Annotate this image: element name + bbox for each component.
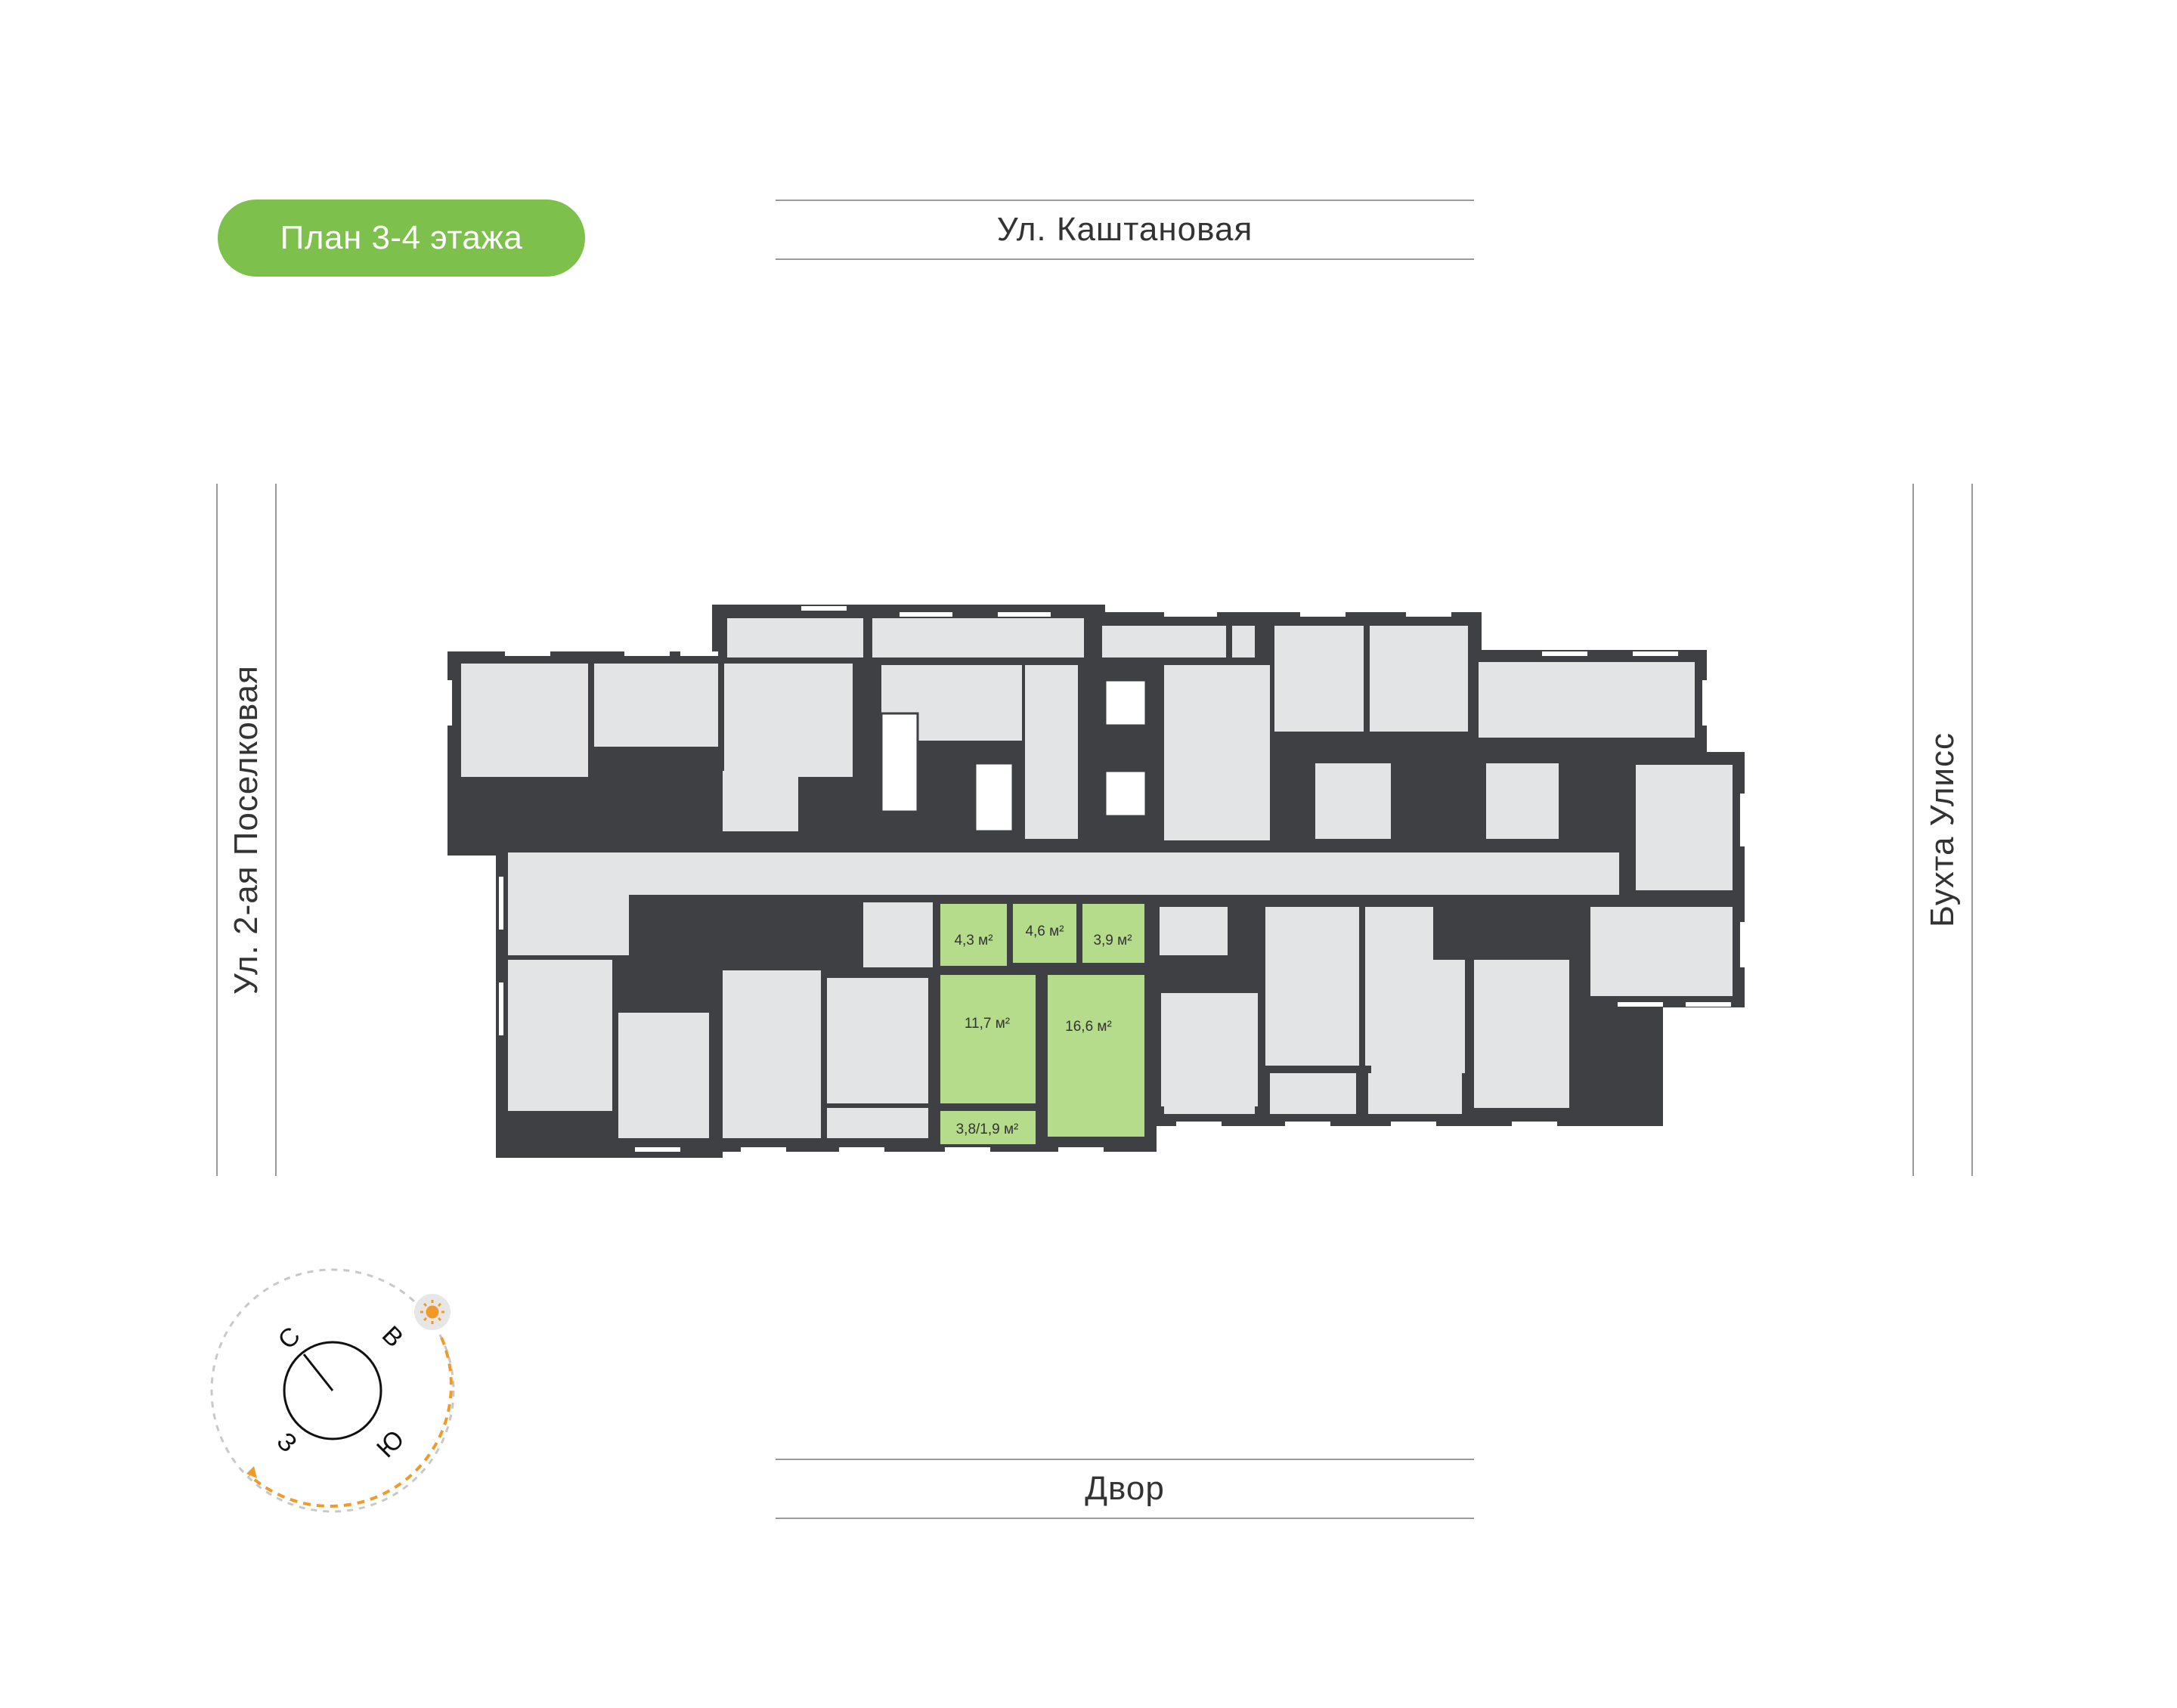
window [624, 651, 670, 656]
room [724, 664, 853, 777]
room-area-label: 16,6 м² [1065, 1019, 1112, 1035]
sun-path-circle [210, 1268, 455, 1513]
window [499, 982, 503, 1035]
window [1702, 680, 1707, 726]
window [447, 680, 452, 726]
rooms [461, 618, 1733, 1138]
room [1479, 662, 1695, 738]
floor-badge[interactable]: План 3-4 этажа [218, 200, 585, 277]
window [680, 651, 718, 656]
stairs [880, 712, 919, 813]
room [1265, 907, 1359, 1066]
highlighted-apartment [934, 898, 1150, 1150]
elevator-shaft [974, 762, 1014, 833]
room-area-label: 4,6 м² [1025, 924, 1064, 939]
room-area-label: 4,3 м² [954, 933, 993, 948]
elevator-shaft [1104, 769, 1147, 818]
room [1315, 763, 1391, 839]
windows [447, 606, 1745, 1152]
room [1474, 960, 1569, 1108]
window [1176, 1122, 1222, 1126]
corridor [508, 852, 1619, 895]
window [1542, 651, 1587, 656]
room [1590, 907, 1733, 996]
window [1686, 1002, 1731, 1007]
compass-needle [302, 1354, 334, 1391]
room-area-label: 3,9 м² [1093, 933, 1132, 948]
street-name-north: Ул. Каштановая [996, 211, 1253, 248]
window [1633, 651, 1678, 656]
room [1164, 1103, 1255, 1114]
elevator-shaft [1104, 679, 1147, 727]
room [827, 1108, 928, 1138]
window [505, 651, 550, 656]
window [499, 877, 503, 930]
window [635, 1147, 680, 1152]
room [618, 1013, 709, 1138]
compass-south-label: Ю [371, 1425, 410, 1463]
room [1368, 1073, 1462, 1114]
stairwell [880, 679, 1147, 833]
room [461, 664, 588, 777]
sun-path-arc [248, 1337, 453, 1508]
room [827, 978, 928, 1103]
compass-west-label: З [271, 1427, 302, 1458]
window [1285, 1122, 1330, 1126]
room-area-labels: 4,3 м² 4,6 м² 3,9 м² 11,7 м² 16,6 м² 3,8… [954, 924, 1132, 1137]
room [1160, 907, 1228, 955]
room [594, 664, 718, 747]
room [1232, 626, 1255, 658]
room [1102, 626, 1226, 658]
room [508, 895, 629, 955]
sun-path-arrow [246, 1466, 257, 1478]
room [863, 902, 933, 967]
window [839, 1147, 884, 1152]
room [1486, 763, 1559, 839]
room [1636, 765, 1733, 890]
room-corridor [1076, 898, 1150, 969]
room [1025, 665, 1078, 839]
room [508, 960, 612, 1111]
window [945, 1147, 990, 1152]
window [1164, 612, 1217, 617]
room [1161, 993, 1258, 1106]
window [741, 1147, 786, 1152]
street-label-north: Ул. Каштановая [776, 200, 1474, 260]
room [723, 970, 821, 1138]
street-label-east: Бухта Улисс [1912, 484, 1973, 1176]
room [723, 771, 798, 831]
room-area-label: 3,8/1,9 м² [956, 1122, 1019, 1137]
room [1270, 1073, 1356, 1114]
room [1274, 626, 1364, 732]
room-living [1042, 969, 1150, 1143]
room [1370, 626, 1468, 732]
street-label-south: Двор [776, 1459, 1474, 1519]
window [1300, 612, 1346, 617]
compass: С В Ю З [210, 1268, 455, 1513]
window [1406, 612, 1451, 617]
window [1391, 1122, 1436, 1126]
compass-north-label: С [273, 1322, 306, 1355]
window [900, 612, 952, 617]
room-bedroom [934, 969, 1042, 1109]
window [1618, 1002, 1663, 1007]
compass-east-label: В [376, 1320, 409, 1353]
room-balcony [934, 1105, 1042, 1150]
room [1164, 665, 1270, 840]
sun-icon [420, 1300, 444, 1324]
room [727, 618, 863, 658]
street-name-south: Двор [1085, 1470, 1165, 1507]
room [872, 618, 1084, 658]
window [1512, 1122, 1557, 1126]
street-label-west: Ул. 2-ая Поселковая [216, 484, 277, 1176]
window [801, 606, 847, 611]
window [1740, 794, 1745, 846]
window [998, 612, 1051, 617]
window [1058, 1147, 1104, 1152]
room-area-label: 11,7 м² [965, 1016, 1010, 1032]
window [1740, 922, 1745, 967]
room [1371, 960, 1465, 1073]
